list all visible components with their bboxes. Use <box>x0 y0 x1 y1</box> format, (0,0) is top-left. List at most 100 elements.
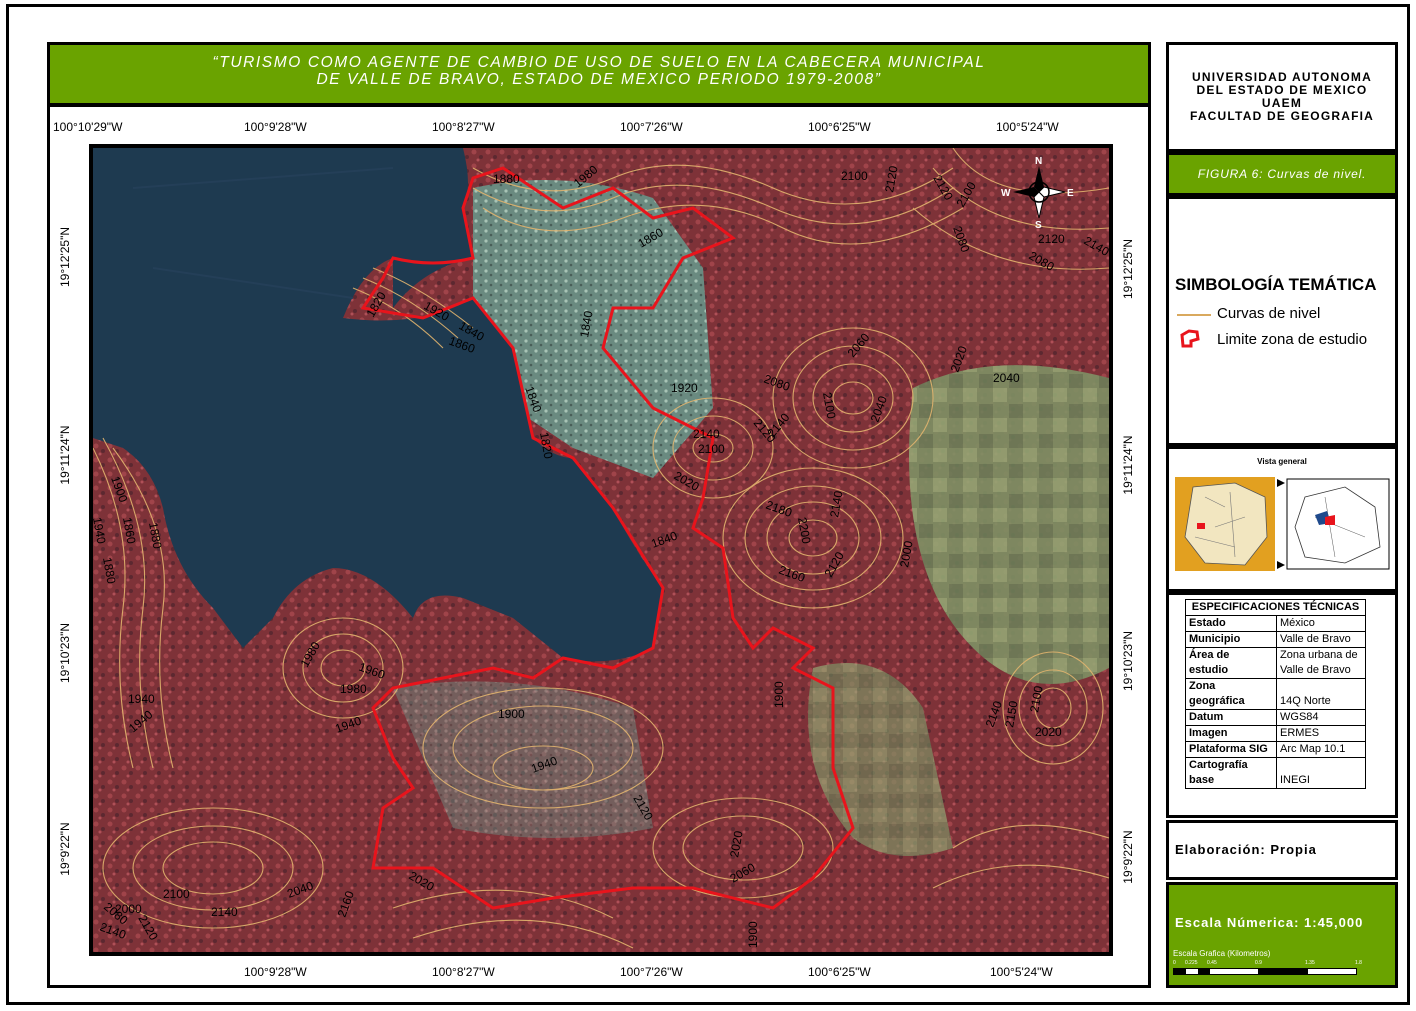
contour-label: 2120 <box>882 164 900 193</box>
lon-top-1: 100°10'29"W <box>53 120 123 134</box>
author-panel: Elaboración: Propia <box>1166 820 1398 880</box>
university-line: UNIVERSIDAD AUTONOMA <box>1191 70 1372 84</box>
lon-bottom-5: 100°5'24"W <box>990 965 1053 979</box>
spec-key: estudio <box>1185 663 1277 679</box>
spec-value: INEGI <box>1276 773 1366 789</box>
author-label: Elaboración: Propia <box>1175 842 1317 857</box>
contour-label: 1840 <box>577 309 595 338</box>
overview-panel: Vista general <box>1166 446 1398 592</box>
lat-left-1: 19°12'25"N <box>58 226 72 288</box>
contour-label: 2150 <box>1002 699 1020 728</box>
university-line: UAEM <box>1261 96 1303 110</box>
contour-label: 2140 <box>211 905 238 919</box>
contour-label: 2000 <box>115 902 142 916</box>
contour-label: 2100 <box>820 391 838 420</box>
contour-label: 1880 <box>146 521 164 550</box>
contour-label: 1940 <box>128 692 155 706</box>
spec-value: ERMES <box>1276 725 1366 742</box>
contour-label: 1920 <box>671 381 698 395</box>
spec-value <box>1276 757 1366 773</box>
agricultural-fields <box>909 365 1109 684</box>
contour-label: 2020 <box>1035 725 1062 739</box>
spec-key: Estado <box>1185 615 1277 632</box>
graphic-scale-ticks: 0 0.225 0.45 0.9 1.35 1.8 <box>1173 960 1393 968</box>
spec-value: Arc Map 10.1 <box>1276 741 1366 758</box>
lat-right-4: 19°9'22"N <box>1121 830 1135 884</box>
legend-item-boundary: Limite zona de estudio <box>1217 331 1368 348</box>
contour-label: 2100 <box>1027 684 1045 713</box>
agricultural-fields-south <box>808 663 953 856</box>
spec-key: Datum <box>1185 709 1277 726</box>
lat-right-2: 19°11'24"N <box>1121 435 1135 495</box>
map-image[interactable]: 1880 1980 1860 2100 2120 2120 2100 2080 … <box>89 144 1113 956</box>
contour-label: 1880 <box>493 172 520 186</box>
scale-tick: 1.8 <box>1355 960 1362 966</box>
lon-top-5: 100°6'25"W <box>808 120 871 134</box>
compass-n: N <box>1035 156 1042 167</box>
spec-value <box>1276 678 1366 694</box>
legend-panel: SIMBOLOGÍA TEMÁTICA Curvas de nivel Limi… <box>1166 196 1398 446</box>
spec-key: Área de <box>1185 647 1277 663</box>
contour-label: 2200 <box>795 516 813 545</box>
lon-bottom-3: 100°7'26"W <box>620 965 683 979</box>
contour-label: 1880 <box>100 556 118 585</box>
boundary-symbol-icon <box>1180 329 1200 348</box>
contour-label: 2020 <box>727 829 745 858</box>
contour-line-symbol <box>1177 314 1211 316</box>
lat-right-1: 19°12'25"N <box>1121 238 1135 300</box>
scale-tick: 0.45 <box>1207 960 1217 966</box>
compass-rose-icon: N S E W <box>1001 156 1074 231</box>
compass-s: S <box>1035 220 1042 231</box>
map-frame <box>6 4 1410 1005</box>
scale-tick: 0.225 <box>1185 960 1198 966</box>
spec-value: Valle de Bravo <box>1276 663 1366 679</box>
lat-left-2: 19°11'24"N <box>58 425 72 485</box>
contour-label: 2140 <box>827 489 845 518</box>
numeric-scale: Escala Númerica: 1:45,000 <box>1175 915 1364 930</box>
spec-key: base <box>1185 773 1277 789</box>
urban-area <box>473 180 713 478</box>
spec-value: Valle de Bravo <box>1276 631 1366 648</box>
figure-label-panel: FIGURA 6: Curvas de nivel. <box>1166 152 1398 196</box>
contour-label: 2100 <box>841 169 868 183</box>
contour-label: 1820 <box>537 431 555 460</box>
lon-bottom-4: 100°6'25"W <box>808 965 871 979</box>
lon-top-6: 100°5'24"W <box>996 120 1059 134</box>
legend-item-contours: Curvas de nivel <box>1217 305 1321 322</box>
scale-tick: 1.35 <box>1305 960 1315 966</box>
spec-key: Cartografía <box>1185 757 1277 773</box>
contour-label: 2100 <box>163 887 190 901</box>
table-row: Cartografía <box>1185 757 1366 773</box>
compass-e: E <box>1067 188 1074 199</box>
spec-value: México <box>1276 615 1366 632</box>
university-panel: UNIVERSIDAD AUTONOMA DEL ESTADO DE MEXIC… <box>1166 42 1398 152</box>
contour-lines <box>93 148 1109 949</box>
title-line-2: DE VALLE DE BRAVO, ESTADO DE MEXICO PERI… <box>316 71 882 88</box>
contour-label: 1980 <box>340 682 367 696</box>
lake <box>93 148 663 662</box>
contour-label: 1860 <box>120 516 138 545</box>
university-line: DEL ESTADO DE MEXICO <box>1196 83 1368 97</box>
title-banner: “TURISMO COMO AGENTE DE CAMBIO DE USO DE… <box>47 42 1151 106</box>
spec-value: 14Q Norte <box>1276 694 1366 710</box>
graphic-scale-label: Escala Grafica (Kilometros) <box>1173 949 1271 958</box>
graphic-scale-bar <box>1173 968 1357 975</box>
title-line-1: “TURISMO COMO AGENTE DE CAMBIO DE USO DE… <box>212 54 986 71</box>
contour-label: 2040 <box>993 371 1020 385</box>
study-zone-boundary <box>360 166 855 910</box>
spec-key: Imagen <box>1185 725 1277 742</box>
compass-w: W <box>1001 188 1011 199</box>
contour-label: 2100 <box>698 442 725 456</box>
figure-label: FIGURA 6: Curvas de nivel. <box>1197 167 1367 181</box>
university-line: FACULTAD DE GEOGRAFIA <box>1189 109 1375 123</box>
spec-value: WGS84 <box>1276 709 1366 726</box>
lon-bottom-1: 100°9'28"W <box>244 965 307 979</box>
lat-left-4: 19°9'22"N <box>58 822 72 876</box>
